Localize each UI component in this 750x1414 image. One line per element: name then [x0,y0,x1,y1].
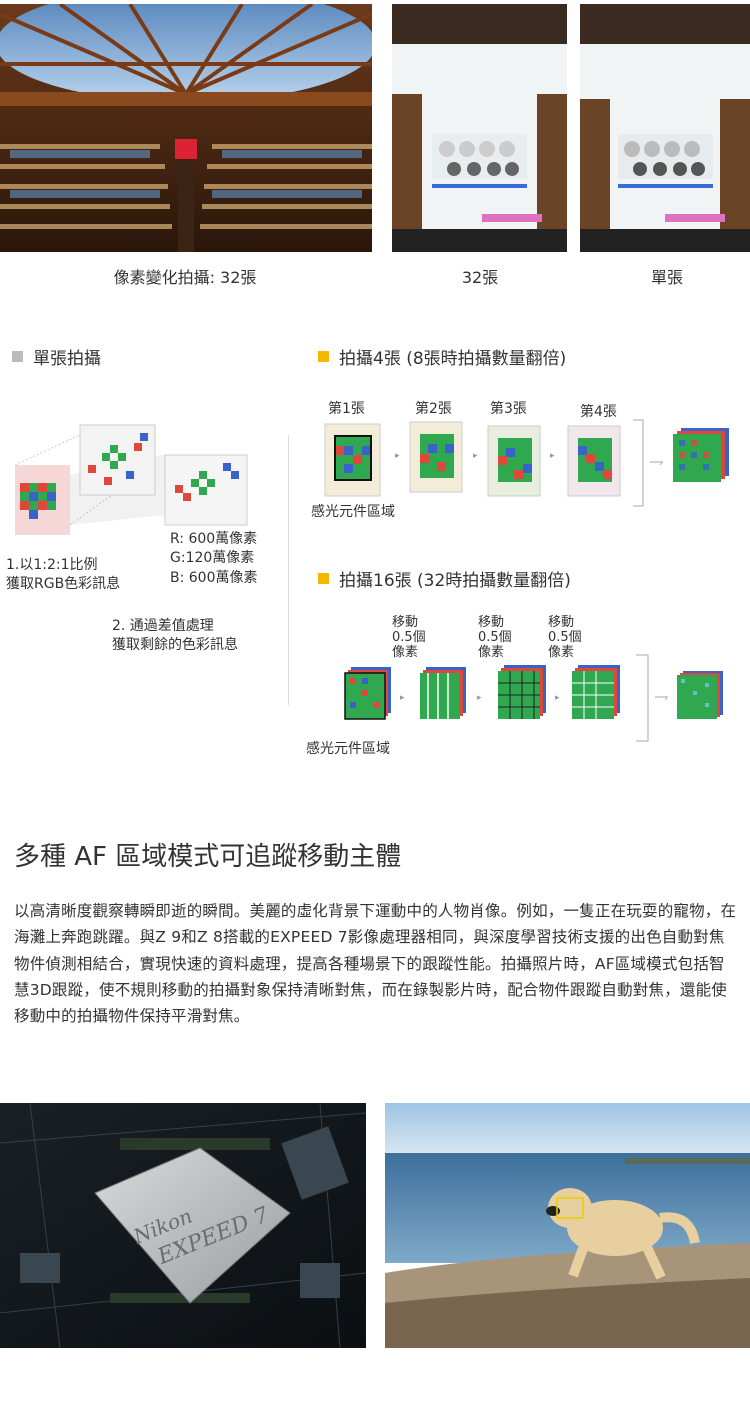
move-label-3-line1: 移動 [548,615,575,630]
rgb-r-label: R: 600萬像素 [170,531,258,547]
frame-label-1: 第1張 [328,401,365,417]
move-label-3-line3: 像素 [548,645,575,660]
single-shot-title: 單張拍攝 [12,344,101,369]
sixteen-shot-title: 拍攝16張 (32時拍攝數量翻倍) [318,566,571,591]
svg-text:›: › [659,458,663,469]
move-label-2: 移動 0.5個 像素 [478,615,512,660]
sensor-area-label-4: 感光元件區域 [311,504,395,520]
move-label-2-line3: 像素 [478,645,505,660]
af-heading: 多種 AF 區域模式可追蹤移動主體 [14,842,402,872]
vertical-divider [288,435,289,705]
caption-library: 像素變化拍攝: 32張 [113,268,257,287]
svg-text:▸: ▸ [400,693,405,703]
svg-text:▸: ▸ [477,693,482,703]
frame-label-2: 第2張 [415,401,452,417]
sensor-area-label-16: 感光元件區域 [306,741,390,757]
svg-text:▸: ▸ [473,451,478,461]
frame-label-4: 第4張 [580,404,617,420]
step2-line1: 2. 通過差值處理 [112,618,214,634]
library-photo [0,4,372,252]
rgb-g-label: G:120萬像素 [170,550,255,566]
move-label-1: 移動 0.5個 像素 [392,615,426,660]
sixteen-shot-title-text: 拍攝16張 (32時拍攝數量翻倍) [339,571,571,591]
step1-line1: 1.以1:2:1比例 [6,557,98,573]
svg-text:▸: ▸ [555,693,560,703]
svg-text:▸: ▸ [550,451,555,461]
move-label-1-line3: 像素 [392,645,419,660]
yellow-square-icon [318,351,329,362]
move-label-1-line2: 0.5個 [392,630,426,645]
four-shot-title: 拍攝4張 (8張時拍攝數量翻倍) [318,344,566,369]
move-label-1-line1: 移動 [392,615,419,630]
sixteen-shot-diagram: ▸ ▸ ▸ › [344,654,723,742]
move-label-3: 移動 0.5個 像素 [548,615,582,660]
step2-line2: 獲取剩餘的色彩訊息 [112,637,238,653]
expeed-chip-photo: Nikon EXPEED 7 [0,1103,366,1348]
four-shot-diagram: ▸ ▸ ▸ › [324,419,729,507]
svg-text:›: › [664,693,668,704]
step1-line2: 獲取RGB色彩訊息 [6,576,121,592]
move-label-3-line2: 0.5個 [548,630,582,645]
af-paragraph: 以高清晰度觀察轉瞬即逝的瞬間。美麗的虛化背景下運動中的人物肖像。例如，一隻正在玩… [14,902,737,1026]
rgb-b-label: B: 600萬像素 [170,570,258,586]
svg-text:▸: ▸ [395,451,400,461]
yellow-square-icon [318,573,329,584]
single-shot-title-text: 單張拍攝 [33,349,101,369]
single-shot-diagram [14,424,248,535]
move-label-2-line1: 移動 [478,615,505,630]
dog-beach-photo [385,1103,750,1348]
move-label-2-line2: 0.5個 [478,630,512,645]
caption-single: 單張 [650,268,683,287]
frame-label-3: 第3張 [490,401,527,417]
four-shot-title-text: 拍攝4張 (8張時拍攝數量翻倍) [339,349,567,369]
caption-32: 32張 [461,268,499,287]
escalator-photo-single [580,4,750,252]
escalator-photo-32 [392,4,567,252]
gray-square-icon [12,351,23,362]
